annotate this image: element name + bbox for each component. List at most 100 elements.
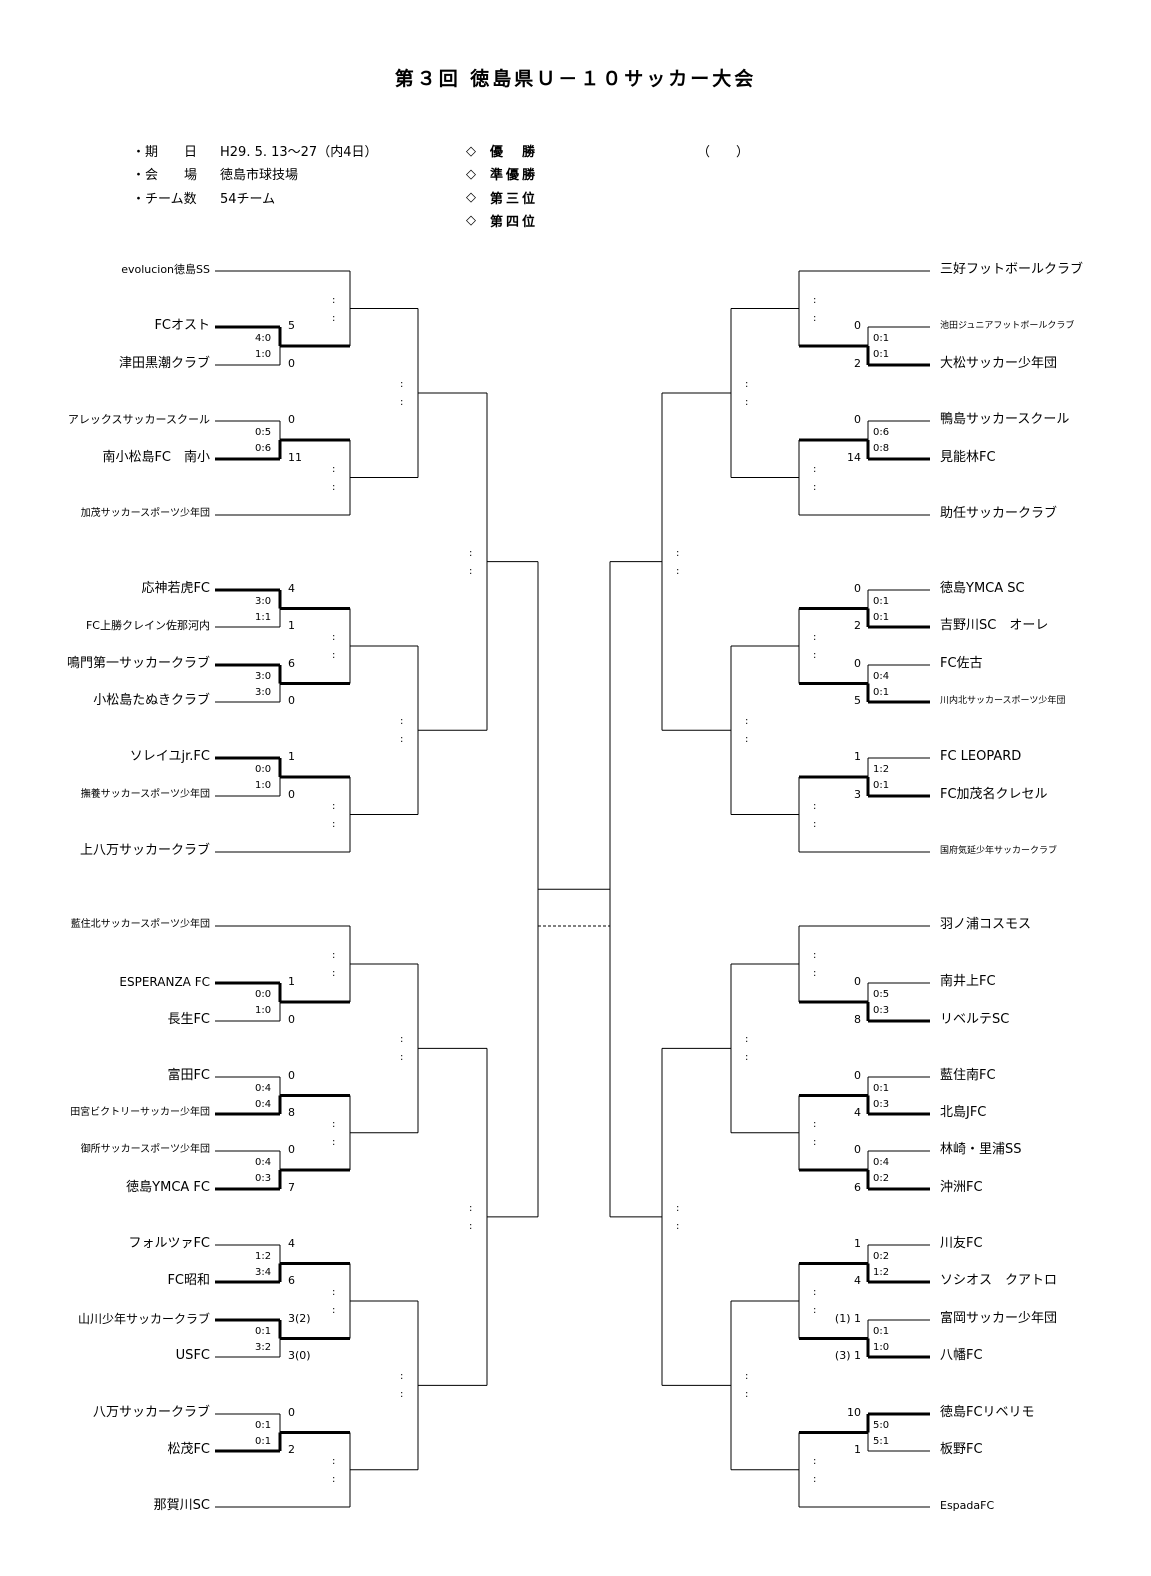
team-score: 0 — [288, 413, 295, 426]
score-colon: : — [332, 968, 336, 979]
score-colon: : — [676, 565, 680, 577]
halftime-score: 1:0 — [255, 1005, 272, 1016]
score-colon: : — [813, 1287, 817, 1298]
team-score: 1 — [288, 619, 295, 632]
team-name: 田宮ビクトリーサッカー少年団 — [70, 1107, 210, 1118]
score-colon: : — [813, 1305, 817, 1316]
team-score: 0 — [854, 413, 861, 426]
score-colon: : — [813, 481, 817, 493]
score-colon: : — [400, 379, 404, 390]
team-name: 藍住南FC — [940, 1068, 996, 1083]
team-name: 鴨島サッカースクール — [940, 412, 1070, 427]
team-name: 南井上FC — [940, 974, 996, 989]
team-name: 津田黒潮クラブ — [118, 356, 210, 371]
score-colon: : — [745, 1371, 749, 1383]
score-colon: : — [332, 1287, 336, 1298]
team-score: 8 — [288, 1106, 295, 1119]
team-name: ESPERANZA FC — [119, 975, 210, 989]
team-name: 川友FC — [940, 1236, 983, 1251]
halftime-score: 0:1 — [873, 349, 890, 360]
halftime-score: 0:1 — [255, 1419, 272, 1431]
team-name: 小松島たぬきクラブ — [93, 693, 210, 708]
score-colon: : — [332, 650, 336, 661]
team-name: FCオスト — [154, 318, 210, 333]
score-colon: : — [332, 950, 336, 961]
team-score: 1 — [854, 1443, 861, 1456]
score-colon: : — [676, 547, 680, 559]
team-score: 1 — [288, 975, 295, 988]
score-colon: : — [332, 294, 336, 306]
team-score: 4 — [288, 1237, 295, 1250]
score-colon: : — [332, 632, 336, 643]
halftime-score: 0:1 — [873, 780, 890, 791]
score-colon: : — [745, 1034, 749, 1046]
team-score: 0 — [854, 319, 861, 332]
team-name: ソレイユjr.FC — [129, 749, 210, 764]
halftime-score: 0:1 — [873, 595, 890, 607]
team-score: 0 — [854, 1069, 861, 1082]
score-colon: : — [332, 1136, 336, 1148]
team-score: 6 — [288, 1274, 295, 1287]
halftime-score: 0:3 — [873, 1005, 890, 1016]
team-name: ソシオス クアトロ — [940, 1273, 1058, 1288]
halftime-score: 0:2 — [873, 1173, 890, 1184]
halftime-score: 0:3 — [255, 1173, 272, 1184]
team-score: 0 — [288, 1406, 295, 1419]
halftime-score: 1:0 — [255, 349, 272, 360]
score-colon: : — [813, 1473, 817, 1485]
team-score: 2 — [854, 619, 861, 632]
halftime-score: 0:4 — [255, 1157, 272, 1168]
team-score: 0 — [288, 694, 295, 707]
team-score: 4 — [854, 1274, 861, 1287]
team-score: 6 — [288, 657, 295, 670]
score-colon: : — [813, 650, 817, 661]
team-name: FC上勝クレイン佐那河内 — [85, 619, 210, 632]
score-colon: : — [332, 1118, 336, 1130]
halftime-score: 0:4 — [873, 1157, 890, 1168]
award-champion: 優 勝 — [490, 145, 539, 160]
team-name: 国府気延少年サッカークラブ — [940, 846, 1058, 856]
score-colon: : — [332, 463, 336, 475]
team-name: FC昭和 — [167, 1273, 210, 1288]
score-colon: : — [813, 1455, 817, 1467]
team-name: 富岡サッカー少年団 — [940, 1311, 1058, 1326]
halftime-score: 0:5 — [873, 989, 890, 1000]
score-colon: : — [813, 818, 817, 830]
score-colon: : — [469, 547, 473, 559]
halftime-score: 0:8 — [873, 443, 890, 454]
halftime-score: 5:1 — [873, 1435, 890, 1447]
halftime-score: 5:0 — [873, 1419, 890, 1431]
score-colon: : — [813, 463, 817, 475]
team-score: 5 — [288, 319, 295, 332]
score-colon: : — [813, 1118, 817, 1130]
team-name: 沖洲FC — [940, 1180, 983, 1195]
team-name: 那賀川SC — [153, 1498, 210, 1513]
team-score: 3(0) — [288, 1349, 311, 1362]
score-colon: : — [332, 481, 336, 493]
team-score: 1 — [854, 1237, 861, 1250]
team-name: 御所サッカースポーツ少年団 — [80, 1144, 210, 1155]
team-name: 鳴門第一サッカークラブ — [66, 656, 210, 671]
score-colon: : — [813, 632, 817, 643]
halftime-score: 0:4 — [255, 1098, 272, 1110]
score-colon: : — [332, 1305, 336, 1316]
halftime-score: 0:1 — [873, 333, 890, 344]
team-name: 徳島FCリベリモ — [940, 1405, 1035, 1420]
info-venue-value: 徳島市球技場 — [220, 168, 299, 183]
halftime-score: 3:0 — [255, 595, 272, 607]
team-name: 富田FC — [167, 1068, 210, 1083]
score-colon: : — [469, 1220, 473, 1232]
halftime-score: 1:0 — [873, 1341, 890, 1353]
halftime-score: 0:2 — [873, 1250, 890, 1262]
score-colon: : — [813, 312, 817, 324]
team-score: 0 — [854, 657, 861, 670]
halftime-score: 1:0 — [255, 780, 272, 791]
halftime-score: 1:2 — [873, 764, 890, 775]
score-colon: : — [332, 1455, 336, 1467]
halftime-score: 0:1 — [873, 1325, 890, 1337]
team-name: 大松サッカー少年団 — [940, 356, 1058, 371]
team-score: 0 — [288, 1143, 295, 1156]
team-name: 吉野川SC オーレ — [940, 618, 1049, 633]
score-colon: : — [469, 565, 473, 577]
halftime-score: 0:4 — [255, 1082, 272, 1094]
